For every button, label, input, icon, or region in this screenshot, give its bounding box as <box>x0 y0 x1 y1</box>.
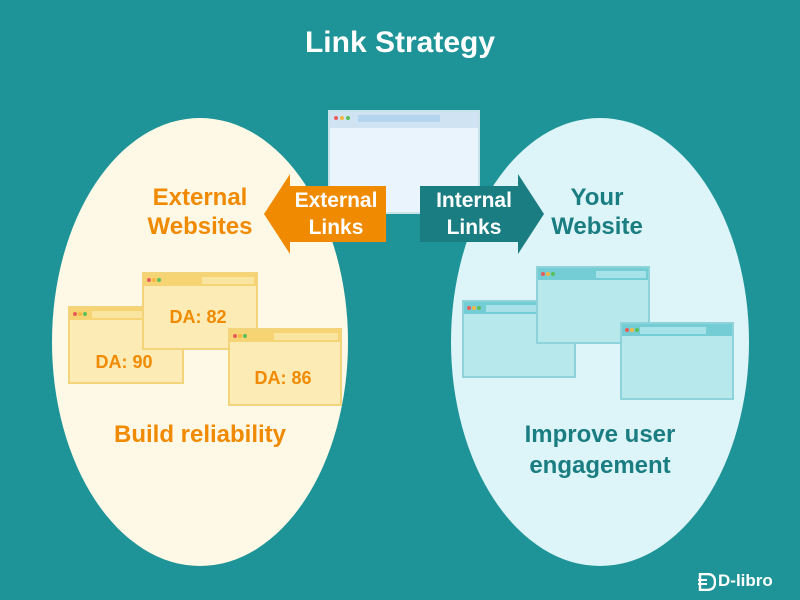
close-dot-icon <box>73 312 77 316</box>
own-caption: Improve user engagement <box>524 421 676 479</box>
maximize-dot-icon <box>243 334 247 338</box>
minimize-dot-icon <box>472 306 476 310</box>
address-bar <box>640 327 706 334</box>
your-website-heading: Your Website <box>551 184 643 240</box>
own-site-window <box>620 322 734 400</box>
right-arrow-icon <box>420 174 544 254</box>
close-dot-icon <box>147 278 151 282</box>
browser-titlebar <box>330 112 478 128</box>
browser-titlebar <box>230 330 340 342</box>
address-bar <box>202 277 254 284</box>
browser-titlebar <box>144 274 256 286</box>
external-site-window: DA: 86 <box>228 328 342 406</box>
minimize-dot-icon <box>630 328 634 332</box>
page-title: Link Strategy <box>304 26 496 59</box>
minimize-dot-icon <box>238 334 242 338</box>
address-bar <box>274 333 338 340</box>
close-dot-icon <box>625 328 629 332</box>
address-bar <box>486 305 546 312</box>
domain-authority-label: DA: 82 <box>169 307 227 327</box>
d-libro-logo-icon <box>698 573 716 591</box>
domain-authority-label: DA: 86 <box>254 368 312 388</box>
minimize-dot-icon <box>546 272 550 276</box>
maximize-dot-icon <box>157 278 161 282</box>
external-links-arrow: External Links <box>264 174 386 254</box>
left-arrow-icon <box>264 174 386 254</box>
close-dot-icon <box>334 116 338 120</box>
external-websites-heading: External Websites <box>147 184 253 240</box>
address-bar <box>92 311 152 318</box>
d-libro-logo: D-libro <box>698 570 788 594</box>
address-bar <box>596 271 646 278</box>
maximize-dot-icon <box>477 306 481 310</box>
internal-links-arrow: Internal Links <box>420 174 544 254</box>
close-dot-icon <box>233 334 237 338</box>
maximize-dot-icon <box>551 272 555 276</box>
address-bar <box>358 115 440 122</box>
d-libro-logo-text: D-libro <box>718 571 773 590</box>
external-links-label: External Links <box>294 189 378 239</box>
minimize-dot-icon <box>340 116 344 120</box>
internal-links-label: Internal Links <box>436 189 512 239</box>
minimize-dot-icon <box>152 278 156 282</box>
maximize-dot-icon <box>635 328 639 332</box>
browser-titlebar <box>622 324 732 336</box>
close-dot-icon <box>467 306 471 310</box>
minimize-dot-icon <box>78 312 82 316</box>
browser-titlebar <box>538 268 648 280</box>
maximize-dot-icon <box>346 116 350 120</box>
domain-authority-label: DA: 90 <box>95 352 153 372</box>
maximize-dot-icon <box>83 312 87 316</box>
external-caption: Build reliability <box>113 421 287 448</box>
close-dot-icon <box>541 272 545 276</box>
